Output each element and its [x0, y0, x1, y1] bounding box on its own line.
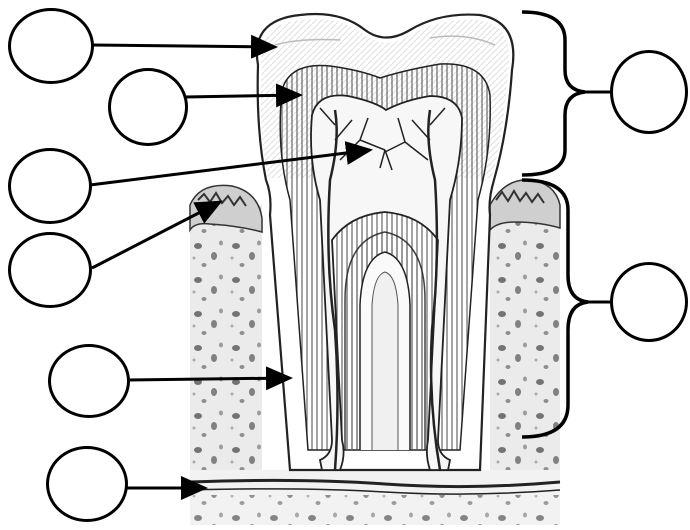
arrow-2	[185, 95, 300, 97]
label-circle-5[interactable]	[48, 344, 130, 418]
label-circle-1[interactable]	[8, 8, 94, 84]
arrow-1	[92, 45, 275, 47]
label-circle-crown[interactable]	[610, 50, 688, 134]
label-circle-6[interactable]	[46, 446, 128, 522]
interradicular-bone	[345, 232, 425, 450]
label-circle-root[interactable]	[610, 262, 688, 342]
label-circle-3[interactable]	[8, 148, 92, 224]
arrow-5	[128, 378, 290, 380]
label-circle-2[interactable]	[108, 68, 188, 146]
label-circle-4[interactable]	[8, 232, 92, 308]
crown-bracket	[522, 12, 585, 175]
